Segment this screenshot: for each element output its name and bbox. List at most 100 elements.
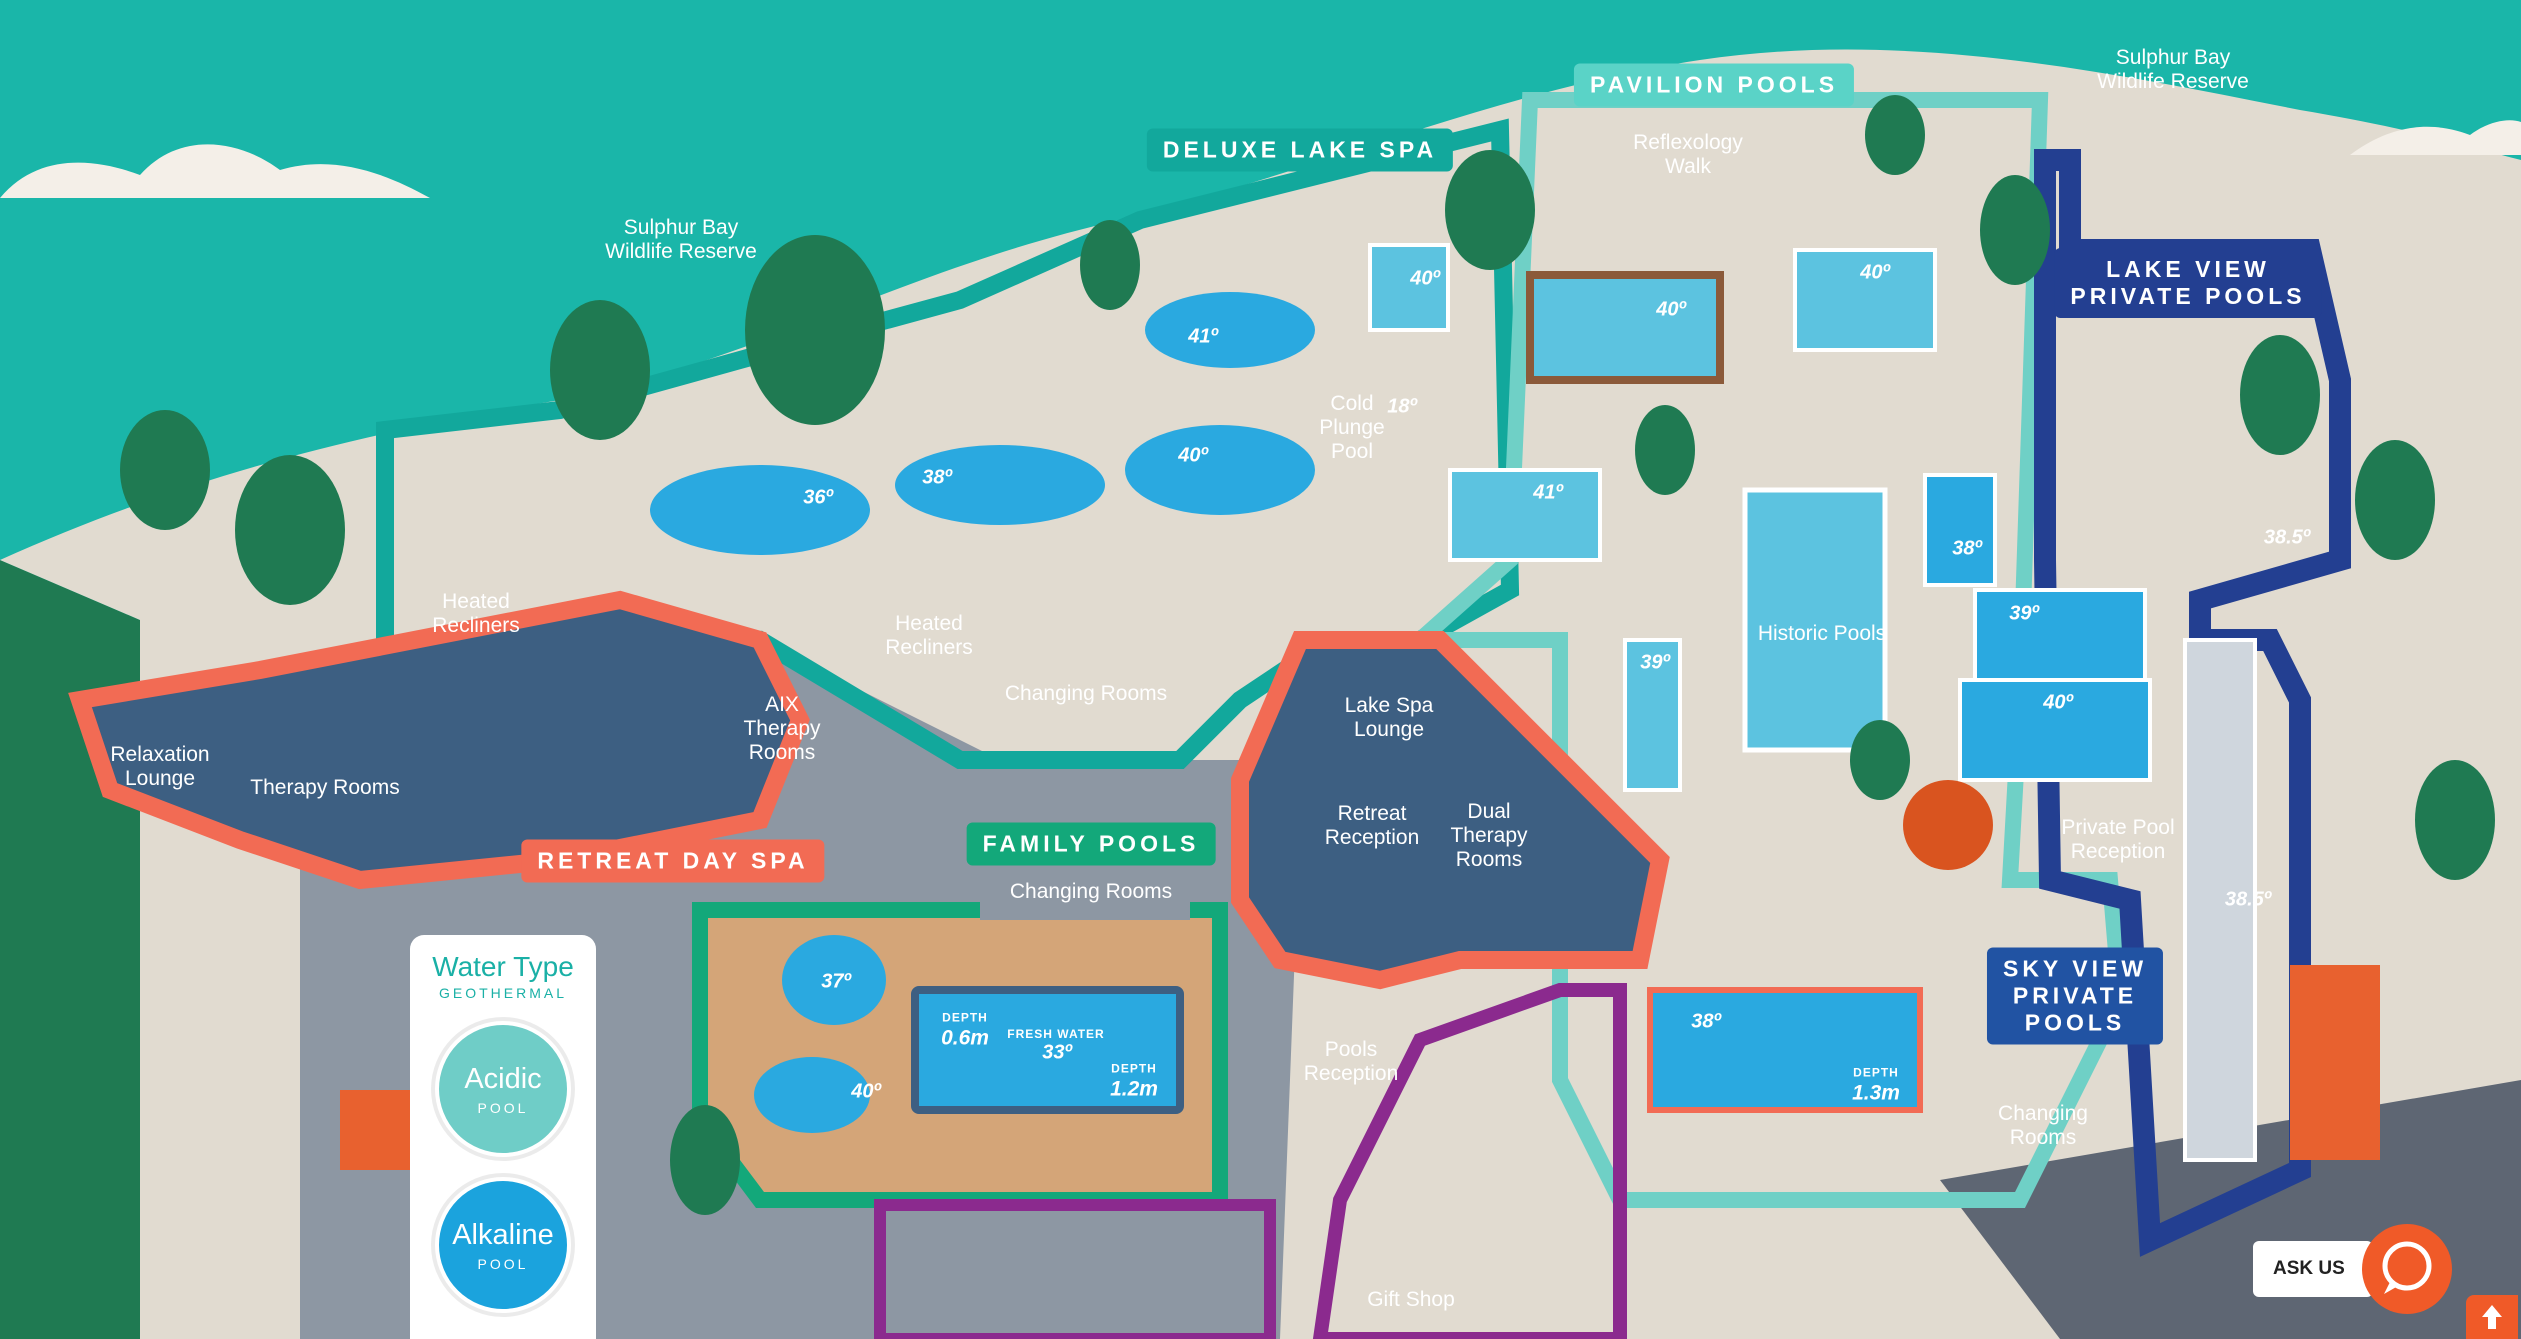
depth-label-d2: FRESH WATER <box>1007 1028 1104 1040</box>
family-changing-rooms <box>980 870 1190 920</box>
zone-tag-family-pools: FAMILY POOLS <box>966 822 1216 866</box>
depth-value: 0.6m <box>941 1026 989 1050</box>
depth-caption: DEPTH <box>942 1010 988 1025</box>
label-changing-rooms-right: Changing Rooms <box>1998 1102 2088 1149</box>
depth-value: 1.3m <box>1852 1081 1900 1105</box>
pool-temperature-t9: 41º <box>1533 481 1563 504</box>
pool-temperature-t2: 40º <box>1410 267 1440 290</box>
zone-tag-deluxe-lake-spa: DELUXE LAKE SPA <box>1146 128 1454 172</box>
label-retreat-reception: Retreat Reception <box>1324 802 1420 849</box>
sky-view-pool-strip <box>2183 638 2257 1162</box>
label-therapy-rooms: Therapy Rooms <box>250 776 400 799</box>
pool-temperature-t17: 40º <box>851 1080 881 1103</box>
trees <box>120 95 2495 1215</box>
lake-spa-pool-36 <box>650 465 870 555</box>
pool-temperature-t1: 41º <box>1188 325 1218 348</box>
pool-temperature-t4: 40º <box>1860 261 1890 284</box>
pool-temperature-t13: 38.5º <box>2263 526 2311 549</box>
depth-caption: DEPTH <box>1853 1065 1899 1080</box>
depth-caption: DEPTH <box>1111 1061 1157 1076</box>
legend-title: Water Type <box>432 951 574 982</box>
family-lap-pool <box>911 986 1184 1114</box>
retreat-day-spa-zone <box>68 590 810 890</box>
family-pool-37 <box>782 935 886 1025</box>
legend-subtitle: GEOTHERMAL <box>438 985 567 1001</box>
gift-shop-zone <box>1312 983 1627 1339</box>
legend-acidic-kind: POOL <box>477 1099 529 1116</box>
lake-spa-pool-41 <box>1145 292 1315 368</box>
zone-tag-pavilion-pools: PAVILION POOLS <box>1573 63 1855 107</box>
legend-alkaline-kind: POOL <box>477 1255 529 1272</box>
arrow-up-icon <box>2482 1305 2502 1329</box>
historic-pools-grid <box>1742 487 1888 753</box>
pool-38-right <box>1923 473 1997 587</box>
label-lake-spa-lounge: Lake Spa Lounge <box>1344 694 1434 741</box>
pavilion-pool-41 <box>1448 468 1602 562</box>
legend-alkaline-pool: Alkaline POOL <box>435 1177 571 1313</box>
label-pools-reception: Pools Reception <box>1303 1038 1399 1085</box>
label-relaxation-lounge: Relaxation Lounge <box>110 743 210 790</box>
pool-temperature-t10: 38º <box>1952 537 1982 560</box>
label-sulphur-bay-right: Sulphur Bay Wildlife Reserve <box>2097 46 2249 93</box>
umbrella <box>1903 780 1993 870</box>
zone-tag-retreat-day-spa: RETREAT DAY SPA <box>521 839 825 883</box>
label-dual-therapy-rooms: Dual Therapy Rooms <box>1450 800 1528 871</box>
pool-temperature-t12: 40º <box>2043 691 2073 714</box>
pool-39-right <box>1973 588 2147 682</box>
pool-temperature-t6: 36º <box>803 486 833 509</box>
chat-button[interactable] <box>2362 1224 2452 1314</box>
cloud-right <box>2350 120 2521 155</box>
label-cold-plunge-pool: Cold Plunge Pool <box>1319 392 1385 463</box>
ask-us-button[interactable]: ASK US <box>2253 1241 2373 1297</box>
orange-building <box>2290 965 2380 1160</box>
legend-acidic-pool: Acidic POOL <box>435 1021 571 1157</box>
pool-38-deck <box>1647 987 1923 1113</box>
legend-alkaline-name: Alkaline <box>452 1218 554 1251</box>
depth-caption: FRESH WATER <box>1007 1027 1105 1041</box>
pool-40-right <box>1958 678 2152 782</box>
pool-temperature-t18: 33º <box>1042 1041 1072 1064</box>
depth-value: 1.2m <box>1110 1077 1158 1101</box>
pool-temperature-t3: 40º <box>1656 298 1686 321</box>
family-pool-40 <box>754 1057 870 1133</box>
lake-spa-lounge-zone <box>1231 631 1670 990</box>
lake-spa-pool-40 <box>1125 425 1315 515</box>
label-gift-shop: Gift Shop <box>1367 1288 1455 1311</box>
pool-temperature-t7: 38º <box>922 466 952 489</box>
pool-temperature-t14: 39º <box>1640 651 1670 674</box>
pavilion-pool-40a <box>1368 243 1450 332</box>
water-type-legend: Water Type GEOTHERMAL Acidic POOL Alkali… <box>410 935 596 1339</box>
pool-temperature-t8: 40º <box>1178 444 1208 467</box>
label-heated-recliners-center: Heated Recliners <box>885 612 973 659</box>
pavilion-pool-39 <box>1623 638 1682 792</box>
label-sulphur-bay-left: Sulphur Bay Wildlife Reserve <box>605 216 757 263</box>
scroll-to-top-button[interactable] <box>2466 1295 2518 1339</box>
forest-left <box>0 560 140 1339</box>
pool-temperature-t11: 39º <box>2009 602 2039 625</box>
label-reflexology-walk: Reflexology Walk <box>1633 131 1743 178</box>
pavilion-pool-40c <box>1793 248 1937 352</box>
label-heated-recliners-left: Heated Recliners <box>432 590 520 637</box>
orange-building-left <box>340 1090 410 1170</box>
chat-bubble-icon <box>2382 1241 2432 1294</box>
label-changing-rooms-center: Changing Rooms <box>1004 682 1168 705</box>
pool-temperature-t15: 38.5º <box>2224 888 2272 911</box>
pool-temperature-t5: 18º <box>1387 395 1417 418</box>
label-historic-pools: Historic Pools <box>1757 622 1887 645</box>
pool-temperature-t19: 38º <box>1691 1010 1721 1033</box>
pavilion-pool-40b <box>1526 271 1724 384</box>
pool-temperature-t16: 37º <box>821 970 851 993</box>
legend-acidic-name: Acidic <box>464 1062 542 1095</box>
label-changing-rooms-family: Changing Rooms <box>1009 880 1173 903</box>
cloud-left <box>0 144 430 198</box>
cafe-zone <box>874 1199 1276 1339</box>
label-private-pool-reception: Private Pool Reception <box>2061 816 2175 863</box>
zone-tag-sky-view-private-pools: SKY VIEW PRIVATE POOLS <box>1986 947 2164 1045</box>
zone-tag-lake-view-private-pools: LAKE VIEW PRIVATE POOLS <box>2054 248 2322 318</box>
label-aix-therapy-rooms: AIX Therapy Rooms <box>743 693 821 764</box>
